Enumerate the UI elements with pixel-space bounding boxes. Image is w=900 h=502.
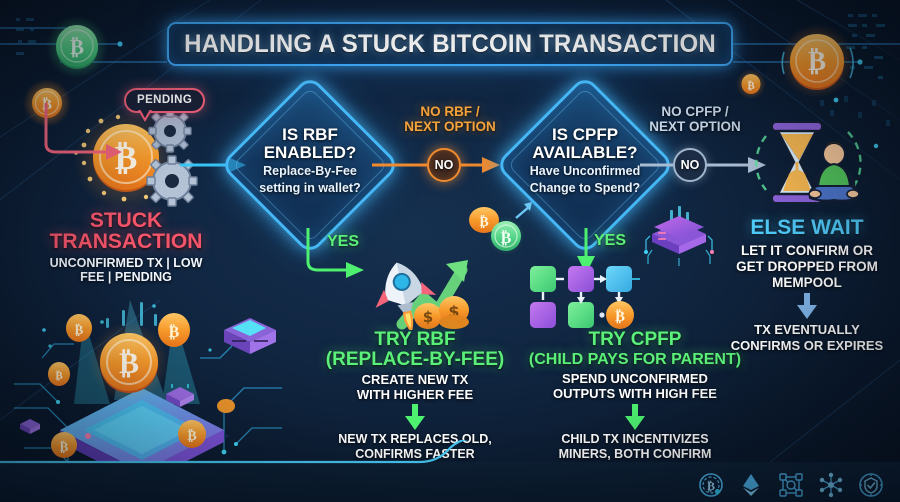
stuck-transaction-title: STUCK TRANSACTION: [20, 210, 232, 252]
cpfp-no-label-line1: NO CPFP /: [661, 104, 729, 119]
pending-badge: PENDING: [124, 88, 206, 113]
outcome-wait-title: ELSE WAIT: [750, 216, 864, 239]
rbf-no-label-line1: NO RBF /: [420, 104, 480, 119]
cpfp-no-badge[interactable]: NO: [673, 148, 707, 182]
rbf-yes-label: YES: [327, 233, 360, 250]
outcome-cpfp-desc-line2: OUTPUTS WITH HIGH FEE: [553, 386, 717, 401]
outcome-wait-desc-line2: GET DROPPED FROM: [736, 259, 878, 274]
decision-rbf-text: IS RBF ENABLED? Replace-By-Fee setting i…: [210, 126, 410, 195]
stuck-sub-line1: UNCONFIRMED TX | LOW: [49, 256, 203, 270]
outcome-rbf-desc-line1: CREATE NEW TX: [361, 372, 469, 387]
rbf-no-badge[interactable]: NO: [427, 148, 461, 182]
network-nodes-icon[interactable]: [818, 472, 844, 498]
decision-cpfp-sub2: Change to Spend?: [529, 180, 641, 195]
outcome-wait-result-line2: CONFIRMS OR EXPIRES: [730, 338, 884, 353]
footer-icon-group: ₿: [698, 472, 884, 498]
pending-badge-tail: [138, 109, 152, 122]
stuck-transaction-subtitle: UNCONFIRMED TX | LOW FEE | PENDING: [16, 256, 236, 284]
outcome-wait-result-line1: TX EVENTUALLY: [754, 322, 860, 337]
outcome-wait-desc-line3: MEMPOOL: [772, 275, 842, 290]
outcome-wait-result: TX EVENTUALLY CONFIRMS OR EXPIRES: [697, 322, 900, 354]
page-title-banner: HANDLING A STUCK BITCOIN TRANSACTION: [167, 22, 733, 66]
svg-text:₿: ₿: [707, 479, 715, 493]
stuck-sub-line2: FEE | PENDING: [80, 270, 172, 284]
outcome-rbf-desc: CREATE NEW TX WITH HIGHER FEE: [300, 372, 530, 402]
security-shield-icon[interactable]: [858, 472, 884, 498]
stuck-title-line2: TRANSACTION: [49, 230, 203, 253]
decision-rbf-sub1: Replace-By-Fee: [263, 164, 357, 178]
decision-cpfp-q2: AVAILABLE?: [532, 143, 638, 162]
outcome-rbf-subtitle: (REPLACE-BY-FEE): [325, 349, 505, 370]
bitcoin-circle-icon[interactable]: ₿: [698, 472, 724, 498]
decision-rbf-q2: ENABLED?: [263, 143, 357, 162]
decision-rbf-sub2: setting in wallet?: [259, 180, 361, 195]
ethereum-icon[interactable]: [738, 472, 764, 498]
stuck-title-line1: STUCK: [89, 209, 163, 232]
blockchain-chip-icon[interactable]: [778, 472, 804, 498]
decision-cpfp-text: IS CPFP AVAILABLE? Have Unconfirmed Chan…: [485, 126, 685, 195]
outcome-cpfp-desc-line1: SPEND UNCONFIRMED: [562, 371, 708, 386]
outcome-rbf-desc-line2: WITH HIGHER FEE: [356, 387, 474, 402]
outcome-wait-desc: LET IT CONFIRM OR GET DROPPED FROM MEMPO…: [697, 243, 900, 291]
outcome-wait-desc-line1: LET IT CONFIRM OR: [741, 243, 873, 258]
footer-curve-divider: [0, 440, 469, 464]
outcome-rbf-title: TRY RBF: [374, 329, 456, 350]
cpfp-no-label-line2: NEXT OPTION: [649, 119, 741, 134]
cpfp-yes-label: YES: [594, 232, 627, 249]
page-title: HANDLING A STUCK BITCOIN TRANSACTION: [184, 29, 716, 58]
footer-bar: ₿: [0, 440, 900, 502]
cpfp-no-label: NO CPFP / NEXT OPTION: [620, 104, 770, 134]
outcome-cpfp-desc: SPEND UNCONFIRMED OUTPUTS WITH HIGH FEE: [520, 371, 750, 401]
decision-cpfp-sub1: Have Unconfirmed: [529, 164, 641, 178]
